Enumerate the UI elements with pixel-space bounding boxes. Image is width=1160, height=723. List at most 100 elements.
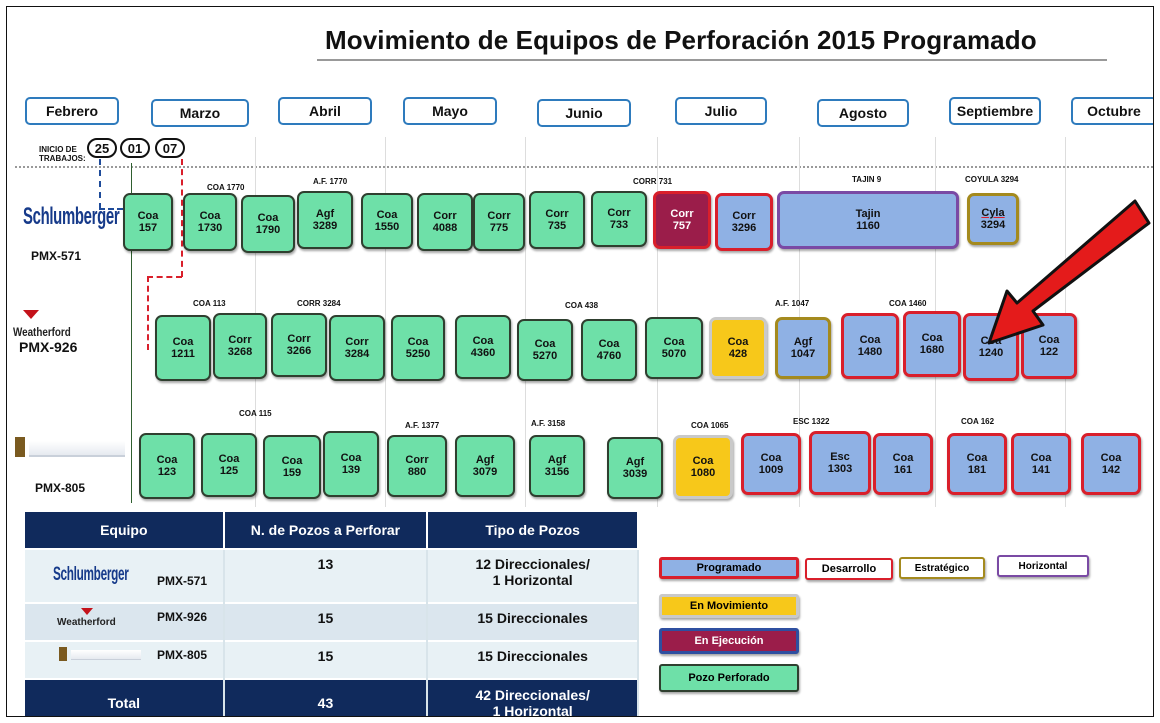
- month-marzo: Marzo: [151, 99, 249, 127]
- well-group-label: CORR 731: [633, 177, 673, 186]
- table-count: 15: [223, 640, 429, 679]
- table-tipo: 12 Direccionales/1 Horizontal: [427, 548, 639, 603]
- well-group-label: TAJIN 9: [852, 175, 882, 184]
- table-row: Weatherford PMX-926 15 15 Direccionales: [25, 602, 639, 641]
- legend-estrategico: Estratégico: [899, 557, 985, 579]
- table-tipo: 15 Direccionales: [427, 602, 639, 641]
- table-total-row: Total 43 42 Direccionales/1 Horizontal: [25, 678, 639, 716]
- legend-programado: Programado: [659, 557, 799, 579]
- month-julio: Julio: [675, 97, 767, 125]
- well-group-label: COA 162: [961, 417, 995, 426]
- table-rig: PMX-926: [157, 610, 208, 624]
- title-underline: [317, 59, 1107, 61]
- summary-table: Equipo N. de Pozos a Perforar Tipo de Po…: [25, 512, 639, 716]
- table-header: Equipo: [25, 512, 225, 549]
- month-octubre: Octubre: [1071, 97, 1153, 125]
- start-day-25: 25: [87, 138, 117, 158]
- timeline-divider: [15, 166, 1153, 168]
- schlumberger-logo: Schlumberger: [23, 203, 120, 230]
- table-header: Tipo de Pozos: [427, 512, 639, 549]
- table-rig: PMX-805: [157, 648, 208, 662]
- page-title: Movimiento de Equipos de Perforación 201…: [325, 25, 1037, 55]
- start-connector-571: [99, 159, 101, 209]
- well-group-label: COA 113: [193, 299, 226, 308]
- well-group-label: CORR 3284: [297, 299, 341, 308]
- well-group-label: COYULA 3294: [965, 175, 1019, 184]
- legend-horizontal: Horizontal: [997, 555, 1089, 577]
- table-count: 15: [223, 602, 429, 641]
- slide: Movimiento de Equipos de Perforación 201…: [6, 6, 1154, 717]
- month-junio: Junio: [537, 99, 631, 127]
- inicio-label: INICIO DE TRABAJOS:: [39, 145, 86, 163]
- weatherford-icon: [23, 310, 39, 319]
- start-connector-926: [147, 276, 182, 278]
- table-total-tipo: 42 Direccionales/1 Horizontal: [427, 678, 639, 716]
- start-connector-926: [147, 276, 149, 350]
- well-group-label: A.F. 3158: [531, 419, 566, 428]
- well-group-label: A.F. 1770: [313, 177, 348, 186]
- rig-pmx-926: PMX-926: [19, 339, 78, 355]
- start-day-07: 07: [155, 138, 185, 158]
- weatherford-logo: Weatherford: [57, 617, 116, 628]
- legend-pozo-perforado: Pozo Perforado: [659, 664, 799, 692]
- weatherford-icon: [81, 608, 93, 615]
- well-group-label: COA 1770: [207, 183, 245, 192]
- company-logo-banner: [71, 650, 141, 660]
- legend-en-ejecucion: En Ejecución: [659, 628, 799, 654]
- well-group-label: A.F. 1047: [775, 299, 810, 308]
- start-connector-805: [131, 163, 132, 503]
- table-count: 13: [223, 548, 429, 603]
- month-abril: Abril: [278, 97, 372, 125]
- company-logo-icon: [59, 647, 67, 661]
- table-total-count: 43: [223, 678, 429, 716]
- legend-en-movimiento: En Movimiento: [659, 594, 799, 618]
- month-agosto: Agosto: [817, 99, 909, 127]
- start-connector-571: [99, 208, 123, 210]
- month-mayo: Mayo: [403, 97, 497, 125]
- company-logo-icon: [15, 437, 25, 457]
- schlumberger-logo: Schlumberger: [53, 564, 129, 585]
- table-tipo: 15 Direccionales: [427, 640, 639, 679]
